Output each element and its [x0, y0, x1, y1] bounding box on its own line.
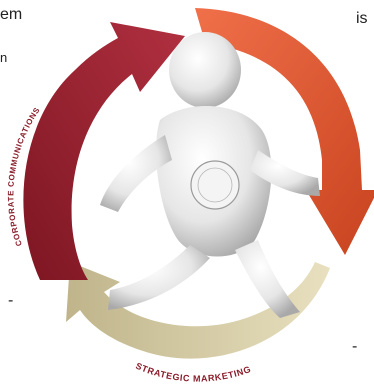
text-fragment-top-left: em [0, 6, 23, 23]
text-fragment-bottom-right: - [352, 338, 358, 355]
corporate-communications-arrow [23, 22, 185, 280]
running-figure [100, 32, 320, 318]
text-fragment-bottom-left: - [8, 292, 14, 309]
strategic-marketing-arrow [66, 262, 330, 359]
label-strategic-marketing: STRATEGIC MARKETING [134, 361, 252, 384]
human-resources-arrow [195, 8, 374, 255]
text-fragment-top-right: is [356, 10, 368, 27]
text-fragment-left: n [0, 50, 8, 65]
